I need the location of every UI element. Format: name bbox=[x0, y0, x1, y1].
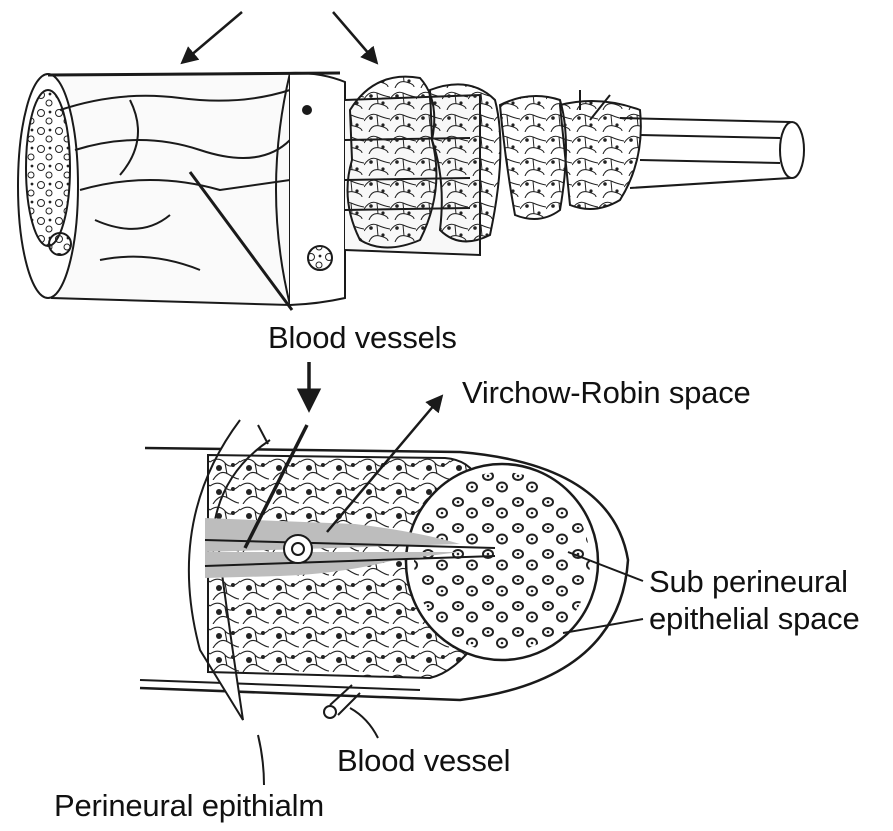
label-sub-perineural-line1: Sub perineural bbox=[649, 566, 848, 597]
perineural-leader bbox=[258, 735, 264, 785]
left-top-arrow bbox=[183, 12, 242, 62]
label-blood-vessels: Blood vessels bbox=[268, 322, 457, 353]
blood-vessel-leader bbox=[350, 708, 378, 738]
top-arrows bbox=[183, 12, 376, 62]
right-top-arrow bbox=[333, 12, 376, 62]
label-virchow-robin-space: Virchow-Robin space bbox=[462, 377, 751, 408]
label-perineural-epithialm: Perineural epithialm bbox=[54, 790, 324, 821]
label-sub-perineural-line2: epithelial space bbox=[649, 603, 860, 634]
nerve-cylinder-illustration bbox=[18, 73, 804, 305]
label-blood-vessel: Blood vessel bbox=[337, 745, 510, 776]
